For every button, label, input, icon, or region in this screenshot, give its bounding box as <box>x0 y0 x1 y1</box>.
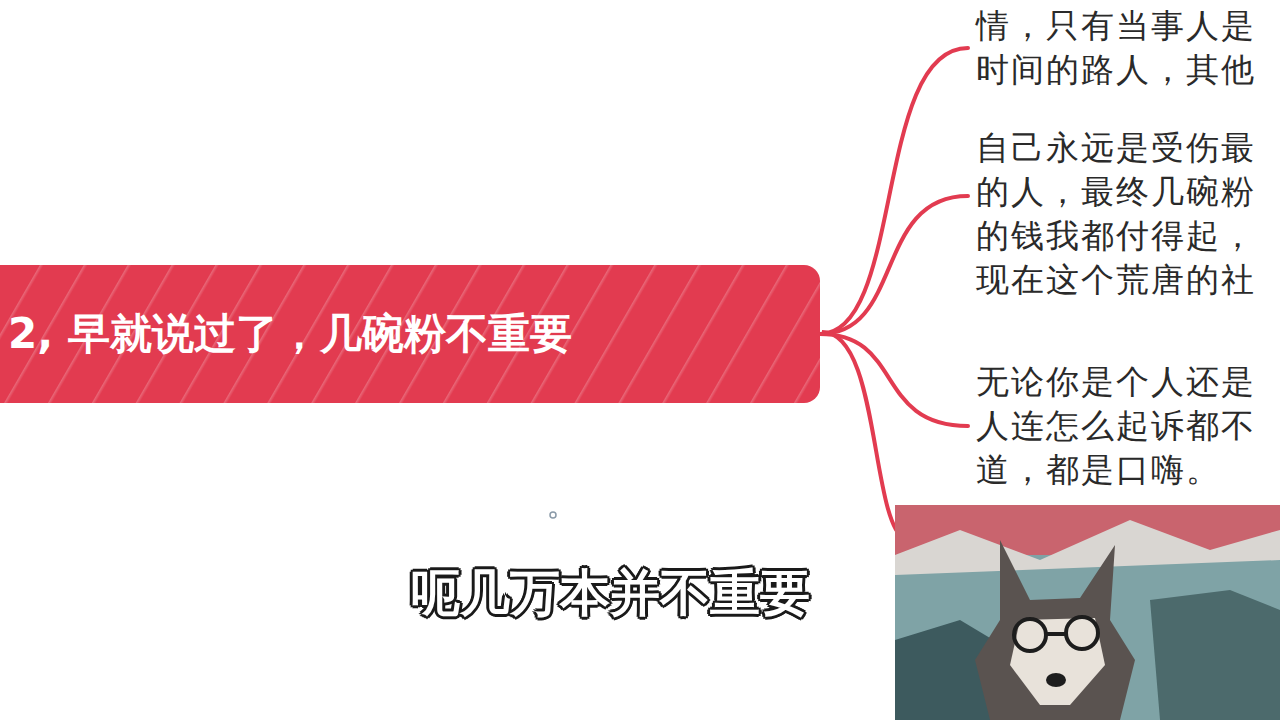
branch-text: 情，只有当事人是 时间的路人，其他 <box>976 4 1276 92</box>
branch-text: 自己永远是受伤最 的人，最终几碗粉 的钱我都付得起， 现在这个荒唐的社 <box>976 126 1276 302</box>
wolf-picture <box>895 505 1280 720</box>
topic-banner: 2, 早就说过了，几碗粉不重要 <box>0 265 820 403</box>
note-text: 无论你是个人还是 人连怎么起诉都不 道，都是口嗨。 <box>976 360 1276 492</box>
branch-connector <box>820 334 968 426</box>
dot <box>550 512 556 518</box>
branch-connector <box>820 196 968 334</box>
note-text: 自己永远是受伤最 的人，最终几碗粉 的钱我都付得起， 现在这个荒唐的社 <box>976 126 1276 302</box>
branch-text: 无论你是个人还是 人连怎么起诉都不 道，都是口嗨。 <box>976 360 1276 492</box>
subtitle: 呃几万本并不重要 <box>410 560 810 627</box>
branch-line <box>822 332 905 720</box>
topic-text: 2, 早就说过了，几碗粉不重要 <box>8 309 572 359</box>
branch-connector <box>820 48 968 334</box>
note-text: 情，只有当事人是 时间的路人，其他 <box>976 4 1276 92</box>
